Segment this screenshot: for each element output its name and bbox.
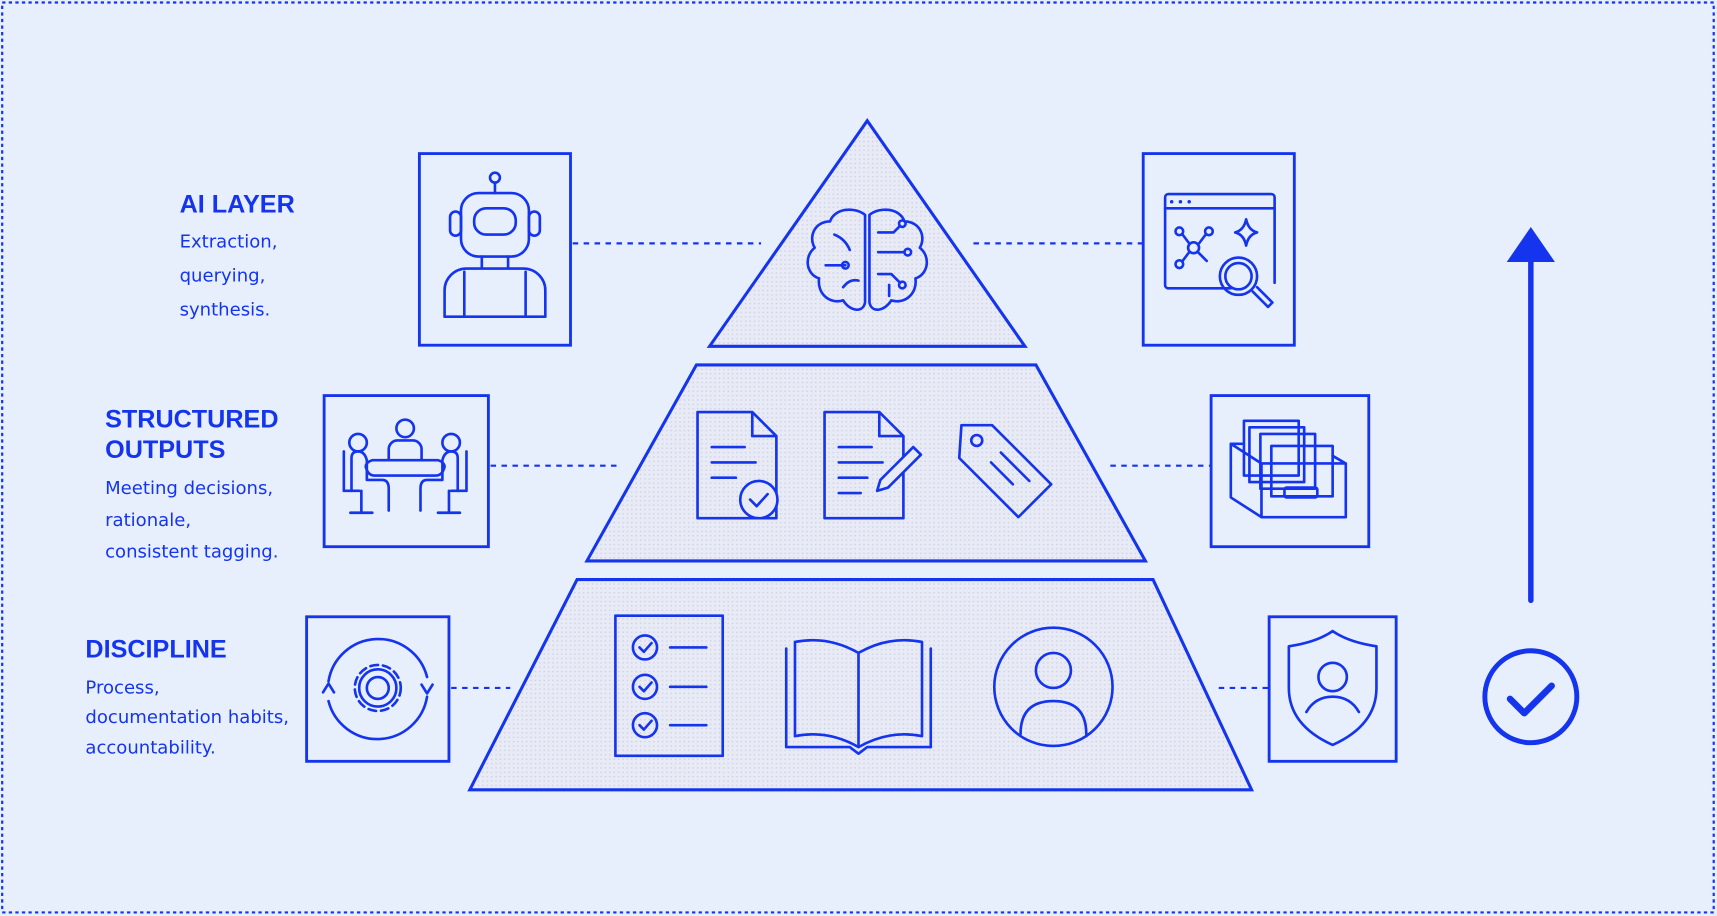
file-archive-icon [1209,394,1371,549]
layer-title: AI LAYER [180,191,295,219]
layer-desc-line: accountability. [85,738,215,759]
brain-circuit-icon [806,208,929,311]
checklist-icon [614,614,725,758]
document-edit-icon [823,410,923,520]
check-circle-icon [1482,648,1580,746]
layer-desc-line: Extraction, [180,232,278,253]
layer-title: STRUCTURED [105,405,278,433]
layer-desc-line: rationale, [105,510,191,531]
layer-desc-line: querying, [180,266,266,287]
user-circle-icon [992,626,1114,748]
network-search-icon [1141,152,1296,347]
tier-ai-layer [706,118,1028,348]
open-book-icon [784,638,933,755]
meeting-icon [322,394,490,549]
tag-icon [957,423,1053,519]
label-ai-layer: AI LAYER Extraction, querying, synthesis… [180,191,295,321]
layer-desc-line: synthesis. [180,300,271,321]
document-check-icon [696,410,779,520]
label-discipline: DISCIPLINE Process, documentation habits… [85,635,289,758]
arrow-up-icon [1506,226,1555,604]
layer-desc-line: Meeting decisions, [105,478,273,499]
layer-desc-line: consistent tagging. [105,542,278,563]
tier-discipline [467,578,1255,792]
gear-cycle-icon [305,615,451,763]
shield-user-icon [1267,615,1398,763]
robot-icon [417,152,572,347]
layer-title: DISCIPLINE [85,635,226,663]
layer-desc-line: documentation habits, [85,707,289,728]
label-structured-outputs: STRUCTURED OUTPUTS Meeting decisions, ra… [105,405,278,562]
layer-title: OUTPUTS [105,436,225,464]
layer-desc-line: Process, [85,677,159,698]
